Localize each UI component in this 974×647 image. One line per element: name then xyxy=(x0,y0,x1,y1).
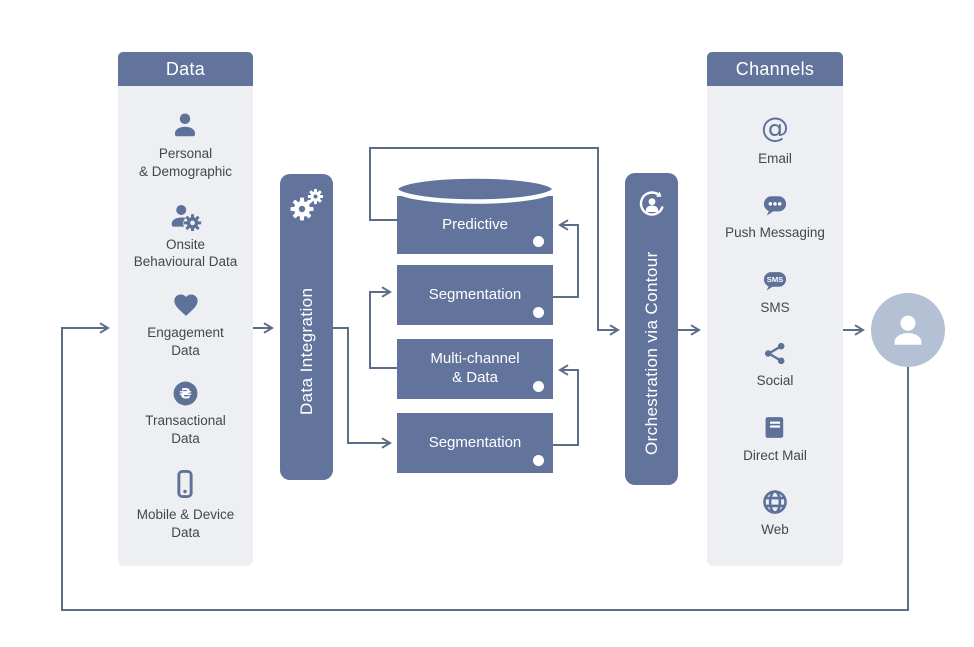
stack-box-label: Predictive xyxy=(442,215,508,233)
data-item-onsite-behavioural: Onsite Behavioural Data xyxy=(133,201,238,272)
channel-item-label: Direct Mail xyxy=(743,447,807,463)
arrow-multichannel-to-segmentation-1 xyxy=(369,286,397,369)
data-item-label: Onsite Behavioural Data xyxy=(133,236,238,270)
user-icon xyxy=(175,113,196,137)
svg-text:SMS: SMS xyxy=(767,275,783,284)
stack-box-predictive: Predictive xyxy=(397,196,553,254)
channel-item-direct-mail: Direct Mail xyxy=(743,413,807,465)
data-item-transactional: ₴ Transactional Data xyxy=(145,380,226,448)
arrow-segmentation-1-to-predictive xyxy=(553,219,579,298)
heart-icon xyxy=(173,294,198,317)
channel-item-web: Web xyxy=(761,488,789,539)
data-item-mobile-device: Mobile & Device Data xyxy=(136,467,235,542)
stack-box-multichannel: Multi-channel & Data xyxy=(397,339,553,399)
book-icon xyxy=(766,416,784,438)
share-icon xyxy=(764,342,785,364)
arrow-integration-to-segmentation-2 xyxy=(333,327,392,449)
channels-column-body: @ Email Push Messaging xyxy=(707,86,843,566)
channels-column: Channels @ Email Push Messagi xyxy=(707,52,843,566)
gears-icon xyxy=(290,188,323,221)
sms-bubble-icon: SMS xyxy=(763,271,787,291)
status-dot xyxy=(533,381,544,392)
currency-circle-icon: ₴ xyxy=(173,381,198,406)
data-column-body: Personal & Demographic xyxy=(118,86,253,566)
stack-box-segmentation-2: Segmentation xyxy=(397,413,553,473)
stack-box-segmentation-1: Segmentation xyxy=(397,265,553,325)
chat-dots-icon xyxy=(763,196,787,216)
arrow-segmentation-2-to-multichannel xyxy=(553,364,579,446)
data-item-label: Mobile & Device Data xyxy=(136,507,235,541)
customer-icon xyxy=(894,315,922,345)
data-item-label: Transactional Data xyxy=(145,412,226,446)
at-icon: @ xyxy=(761,113,789,144)
channel-item-email: @ Email xyxy=(758,113,792,168)
stack-box-label: Segmentation xyxy=(428,285,522,303)
data-item-label: Engagement Data xyxy=(147,325,224,358)
user-gear-icon xyxy=(172,204,202,231)
data-item-label: Personal & Demographic xyxy=(138,145,233,179)
svg-text:₴: ₴ xyxy=(179,386,191,402)
channel-item-label: Web xyxy=(761,521,789,537)
orchestration-label: Orchestration via Contour xyxy=(641,251,661,455)
arrow-feedback-loop xyxy=(61,322,909,611)
data-column: Data Personal & Demographic xyxy=(118,52,253,566)
customer-node xyxy=(871,293,945,367)
stack-box-label: Segmentation xyxy=(428,433,522,451)
smartphone-icon xyxy=(177,470,194,499)
database-cylinder-top xyxy=(393,174,557,204)
data-item-engagement: Engagement Data xyxy=(147,291,224,360)
channels-column-header: Channels xyxy=(707,52,843,86)
data-integration-label: Data Integration xyxy=(296,287,316,416)
status-dot xyxy=(533,307,544,318)
channel-item-push-messaging: Push Messaging xyxy=(725,191,825,242)
channel-item-social: Social xyxy=(756,340,794,390)
svg-text:@: @ xyxy=(761,113,789,144)
data-integration-bar: Data Integration xyxy=(280,174,333,480)
user-loop-icon xyxy=(639,191,664,216)
status-dot xyxy=(533,455,544,466)
data-item-personal-demographic: Personal & Demographic xyxy=(139,110,232,181)
status-dot xyxy=(533,236,544,247)
orchestration-bar: Orchestration via Contour xyxy=(625,173,678,485)
channel-item-label: SMS xyxy=(760,299,790,315)
globe-icon xyxy=(763,490,787,514)
arrow-predictive-to-orchestration xyxy=(369,147,620,336)
channel-item-label: Social xyxy=(756,372,794,388)
channel-item-label: Email xyxy=(758,151,792,167)
data-column-header: Data xyxy=(118,52,253,86)
channel-item-sms: SMS SMS xyxy=(760,266,790,317)
stack-box-label: Multi-channel & Data xyxy=(430,350,520,386)
channel-item-label: Push Messaging xyxy=(725,225,825,241)
